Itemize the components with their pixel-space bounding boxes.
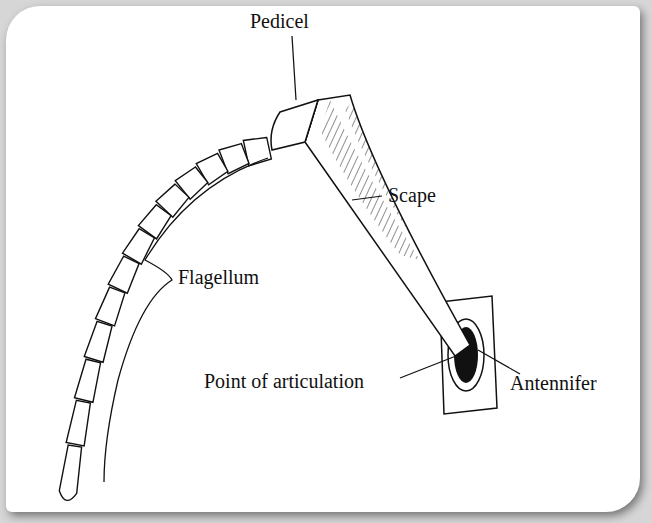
flagellomere xyxy=(95,287,124,326)
flagellum-segments xyxy=(59,137,271,500)
pedicel-segment xyxy=(271,100,318,150)
part-label: Pedicel xyxy=(250,10,309,32)
leader-line xyxy=(478,350,520,374)
scape-segment xyxy=(305,95,470,356)
flagellum-brace xyxy=(104,158,268,482)
leader-line xyxy=(292,36,296,100)
part-label: Flagellum xyxy=(178,266,259,288)
flagellomere xyxy=(59,445,81,500)
leader-line xyxy=(400,356,456,378)
flagellomere xyxy=(74,359,100,402)
leader-line xyxy=(352,196,382,200)
part-label: Antennifer xyxy=(510,372,597,394)
part-label: Scape xyxy=(388,184,436,206)
flagellomere xyxy=(66,400,90,446)
part-label: Point of articulation xyxy=(204,370,364,392)
flagellomere xyxy=(84,321,112,362)
card-panel xyxy=(6,6,640,512)
